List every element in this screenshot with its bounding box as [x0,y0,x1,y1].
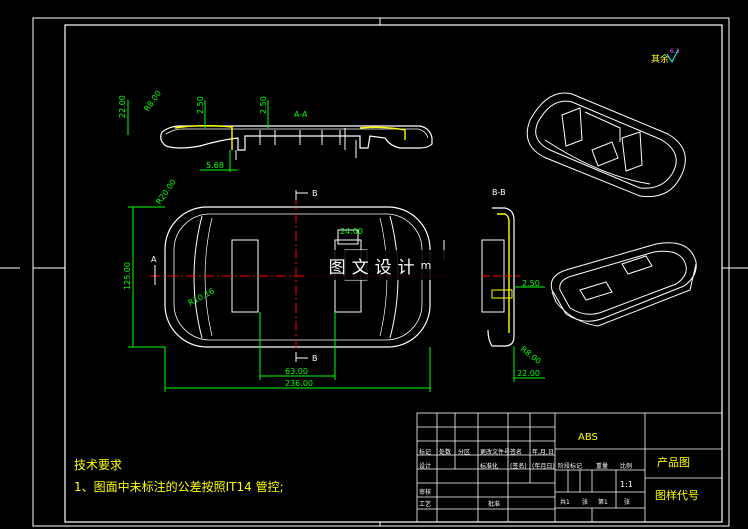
product-name: 产品图 [657,455,690,469]
svg-text:签名: 签名 [510,448,522,456]
isometric-view-top [526,92,686,198]
dims-aa: 22.00 R8.00 2.50 2.50 A-A 5.68 [118,89,308,172]
svg-text:2.50: 2.50 [196,96,205,114]
section-view-bb: B-B [481,188,520,347]
svg-text:2.50: 2.50 [259,96,268,114]
svg-text:R8.00: R8.00 [519,344,543,365]
svg-text:比例: 比例 [620,462,632,470]
svg-text:5.68: 5.68 [206,161,224,170]
svg-text:2.50: 2.50 [522,279,540,288]
svg-text:B: B [312,354,318,363]
svg-text:处数: 处数 [439,448,451,456]
svg-text:24.00: 24.00 [340,227,363,236]
isometric-view-bottom [550,242,697,327]
svg-text:B: B [312,189,318,198]
section-view-aa [160,125,433,160]
svg-text:阶段标记: 阶段标记 [558,462,582,470]
svg-text:标准化: 标准化 [480,462,498,470]
drawing-code: 图样代号 [655,488,699,502]
svg-text:63.00: 63.00 [285,367,308,376]
section-label-aa: A-A [294,110,308,119]
svg-text:22.00: 22.00 [118,95,127,118]
svg-text:张: 张 [624,498,630,506]
roughness-symbol-icon [666,49,679,64]
svg-text:设计: 设计 [419,462,431,470]
technical-requirements-line: 1、图面中未标注的公差按照IT14 管控; [74,480,284,494]
title-block [416,412,723,523]
svg-text:分区: 分区 [458,448,470,456]
svg-text:125.00: 125.00 [123,262,132,290]
svg-text:工艺: 工艺 [419,500,431,508]
svg-text:A: A [151,255,157,264]
svg-text:重量: 重量 [596,462,608,470]
svg-text:第1: 第1 [598,498,608,506]
svg-text:236.00: 236.00 [285,379,313,388]
watermark-text: 图文设计 [328,257,421,278]
svg-text:张: 张 [582,498,588,506]
svg-text:年,月,日: 年,月,日 [532,448,554,456]
svg-text:R10.16: R10.16 [187,286,216,307]
svg-text:(签名): (签名) [510,462,527,470]
dims-bb: 2.50 R8.00 22.00 [513,279,545,382]
svg-text:R20.00: R20.00 [154,178,178,206]
roughness-label: 其余 [651,53,669,65]
title-block-text: ABS 产品图 图样代号 标记 处数 分区 更改文件号 签名 年,月,日 设计 … [419,432,699,508]
roughness-value: 6.3 [670,48,680,55]
section-label-bb: B-B [492,188,506,197]
outer-frame [32,17,730,527]
watermark-tail: m [420,258,432,272]
svg-text:R8.00: R8.00 [142,89,163,113]
svg-text:(年月日): (年月日) [532,462,555,470]
material: ABS [578,432,598,443]
svg-text:共1: 共1 [560,498,570,506]
inner-frame [64,24,723,523]
svg-text:批准: 批准 [488,500,500,508]
svg-text:标记: 标记 [419,448,431,456]
svg-text:22.00: 22.00 [517,369,540,378]
svg-text:审核: 审核 [419,488,431,496]
dims-plan: R20.00 125.00 24.00 R10.16 63.00 236.00 [123,178,431,392]
svg-text:更改文件号: 更改文件号 [480,448,510,456]
technical-requirements-title: 技术要求 [74,458,123,472]
scale: 1:1 [620,480,633,489]
